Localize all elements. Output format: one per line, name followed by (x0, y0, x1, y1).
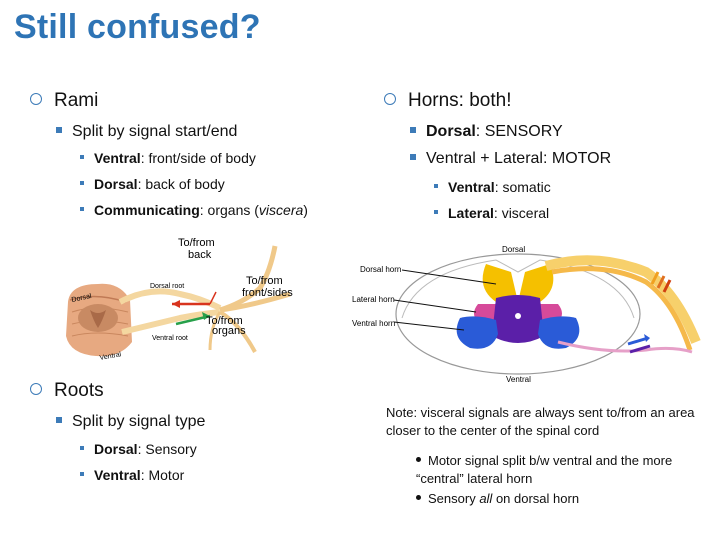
horns-item-ventral: Ventral: somatic (434, 179, 551, 195)
ventral-label: Ventral (99, 351, 122, 362)
spinal-segment-shape (66, 283, 132, 357)
motor-sensory-arrows (627, 271, 672, 354)
to-front-label: To/from (246, 275, 283, 287)
roots-sub: Split by signal type (56, 413, 205, 431)
ventral-horn-label: Ventral horn (352, 319, 395, 328)
horns-item-lateral: Lateral: visceral (434, 205, 549, 221)
signal-arrows (172, 291, 217, 326)
square-bullet-icon (56, 126, 62, 133)
ventral-root-label: Ventral root (152, 335, 188, 342)
roots-item-dorsal: Dorsal: Sensory (80, 441, 197, 457)
dot-bullet-icon (80, 155, 84, 160)
to-organs-label: To/from (206, 315, 243, 327)
label-leader-lines (393, 269, 497, 331)
horns-heading: Horns: both! (384, 90, 512, 112)
nerve-fibers (118, 245, 291, 353)
roots-item-ventral: Ventral: Motor (80, 467, 184, 483)
dot-bullet-icon (434, 184, 438, 189)
ring-bullet-icon (30, 92, 42, 105)
dot-bullet-icon (80, 446, 84, 451)
to-organs-label-2: organs (212, 325, 246, 337)
dorsal-label: Dorsal (502, 245, 525, 254)
page-title: Still confused? (14, 8, 261, 46)
square-bullet-icon (410, 153, 416, 160)
rami-diagram: To/from back To/from front/sides To/from… (66, 237, 293, 362)
dorsal-horn-label: Dorsal horn (360, 265, 401, 274)
dorsal-label: Dorsal (71, 293, 93, 304)
rami-heading: Rami (30, 90, 98, 112)
square-bullet-icon (56, 416, 62, 423)
spinal-nerves (544, 255, 701, 354)
horns-diagram: Dorsal Dorsal horn Lateral horn Ventral … (352, 245, 701, 384)
dot-bullet-icon (434, 210, 438, 215)
spinal-cord-cross-section (395, 253, 641, 375)
roots-heading: Roots (30, 380, 104, 402)
square-bullet-icon (410, 126, 416, 133)
to-back-label: To/from (178, 237, 215, 249)
visceral-note: Note: visceral signals are always sent t… (386, 405, 695, 438)
rami-item-ventral: Ventral: front/side of body (80, 150, 256, 166)
ventral-label: Ventral (506, 375, 531, 384)
lateral-horn-label: Lateral horn (352, 295, 395, 304)
to-front-label-2: front/sides (242, 287, 293, 299)
horns-sub-ventral-lateral: Ventral + Lateral: MOTOR (410, 150, 611, 168)
dot-bullet-icon (80, 472, 84, 477)
rami-item-communicating: Communicating: organs (viscera) (80, 202, 308, 218)
dorsal-root-label: Dorsal root (150, 283, 184, 290)
rami-item-dorsal: Dorsal: back of body (80, 176, 225, 192)
horns-sub-dorsal: Dorsal: SENSORY (410, 123, 563, 141)
round-bullet-icon (416, 457, 421, 463)
to-back-label-2: back (188, 249, 212, 261)
ring-bullet-icon (30, 382, 42, 395)
round-bullet-icon (416, 495, 421, 501)
dot-bullet-icon (80, 181, 84, 186)
note-bullet-motor: Motor signal split b/w ventral and the m… (416, 453, 673, 486)
note-bullet-sensory: Sensory all on dorsal horn (416, 490, 706, 508)
rami-sub: Split by signal start/end (56, 123, 237, 141)
ring-bullet-icon (384, 92, 396, 105)
dot-bullet-icon (80, 207, 84, 212)
